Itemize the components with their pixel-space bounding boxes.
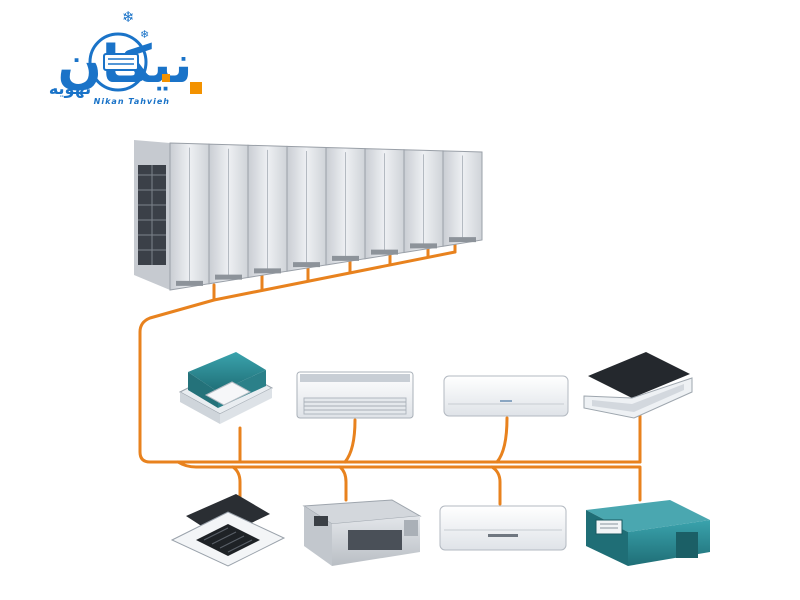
outdoor-units-row	[134, 140, 483, 291]
indoor-units-row-top	[178, 352, 693, 424]
indoor-drop-pipe-top-2	[343, 418, 357, 464]
indoor-drop-pipe-bottom-1	[231, 465, 242, 502]
condenser-grille-icon	[138, 165, 166, 265]
logo-accent-square	[162, 74, 170, 82]
outdoor-unit-base	[215, 274, 242, 280]
indoor-unit-cassette-4way	[170, 494, 286, 567]
company-logo: نیکان ❄ ❄ تهویه Nikan Tahvieh	[49, 8, 202, 106]
outdoor-unit-base	[176, 280, 203, 286]
snowflake-icon: ❄	[140, 28, 149, 41]
indoor-unit-wall-mounted	[439, 505, 567, 551]
logo-subtitle-text: تهویه	[49, 79, 91, 98]
logo-ring	[88, 32, 148, 92]
indoor-units-row-bottom	[170, 494, 710, 567]
indoor-unit-ducted-grey	[302, 499, 422, 566]
snowflake-icon: ❄	[122, 8, 135, 26]
main-pipe-line	[138, 283, 642, 464]
upper-header-pipe	[212, 250, 457, 302]
logo-english-text: Nikan Tahvieh	[94, 97, 170, 106]
indoor-unit-wall-mounted	[443, 375, 569, 417]
lower-header-pipe	[176, 460, 642, 502]
indoor-unit-ducted-teal	[586, 500, 710, 566]
indoor-unit-cassette-teal	[178, 352, 274, 424]
outdoor-unit-base	[332, 255, 359, 261]
outdoor-unit-base	[449, 237, 476, 243]
indoor-drop-pipe-bottom-3	[490, 465, 502, 506]
indoor-unit-ceiling-floor	[296, 371, 414, 419]
outdoor-unit-base	[410, 243, 437, 249]
indoor-unit-cassette-1way	[583, 352, 693, 419]
outdoor-unit-base	[293, 262, 320, 268]
outdoor-unit-base	[254, 268, 281, 274]
logo-accent-square	[190, 82, 202, 94]
refrigerant-pipes	[138, 236, 642, 506]
logo-ac-unit-icon	[103, 53, 139, 71]
outdoor-unit-base	[371, 249, 398, 255]
indoor-drop-pipe-top-3	[495, 416, 509, 464]
indoor-drop-pipe-bottom-2	[338, 465, 348, 502]
outdoor-modules	[169, 142, 483, 291]
